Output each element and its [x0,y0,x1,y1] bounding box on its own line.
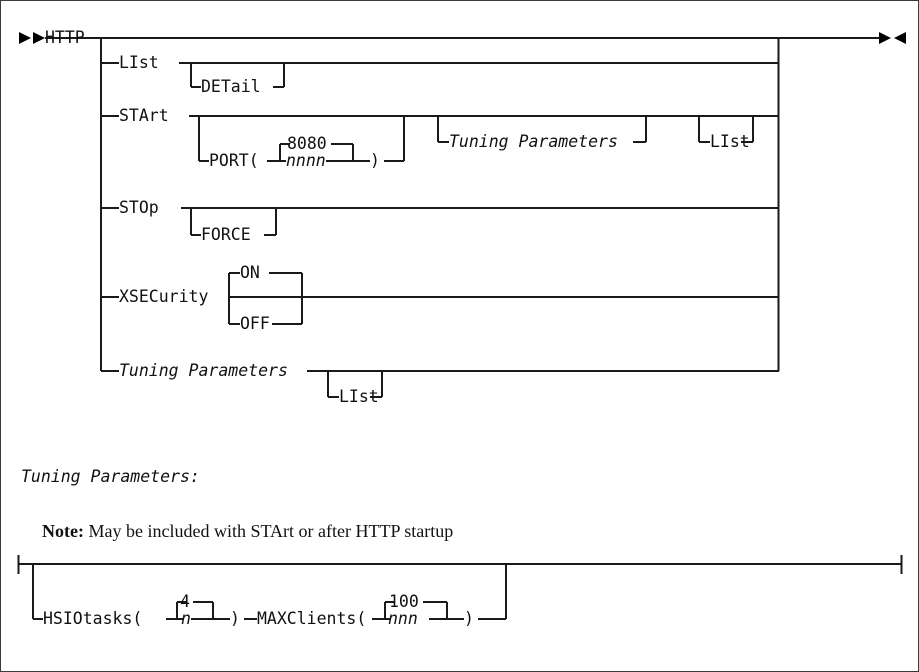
keyword-http: HTTP [45,28,85,47]
option-detail-label[interactable]: DETail [201,77,261,96]
xsecurity-alternate-off[interactable]: OFF [240,314,270,333]
maxclients-variable-nnn: nnn [388,609,418,628]
port-default-value: 8080 [287,134,327,153]
hsiotasks-variable-n: n [181,609,191,628]
hsiotasks-close-paren: ) [230,609,240,628]
start-extra-list[interactable]: LIst [710,132,750,151]
hsiotasks-default-value: 4 [180,592,190,611]
option-port-open-label[interactable]: PORT( [209,151,259,170]
start-extra-tuning-parameters[interactable]: Tuning Parameters [449,132,618,151]
port-variable-nnnn: nnnn [286,151,326,170]
branch-list-label[interactable]: LIst [119,53,159,72]
option-force-label[interactable]: FORCE [201,225,251,244]
note-text: May be included with STArt or after HTTP… [83,521,454,541]
maxclients-default-value: 100 [389,592,419,611]
note-label: Note: [42,521,84,541]
fragment-heading: Tuning Parameters: [21,467,200,486]
branch-start-label[interactable]: STArt [119,106,169,125]
fragment-maxclients-open[interactable]: MAXClients( [257,609,367,628]
maxclients-close-paren: ) [464,609,474,628]
xsecurity-default-on[interactable]: ON [240,263,260,282]
fragment-note: Note: May be included with STArt or afte… [24,500,453,563]
branch-xsecurity-label[interactable]: XSECurity [119,287,209,306]
tuning-option-list-label[interactable]: LIst [339,387,379,406]
branch-tuning-parameters-label[interactable]: Tuning Parameters [119,361,288,380]
branch-stop-label[interactable]: STOp [119,198,159,217]
port-close-paren: ) [370,151,380,170]
fragment-hsiotasks-open[interactable]: HSIOtasks( [43,609,143,628]
